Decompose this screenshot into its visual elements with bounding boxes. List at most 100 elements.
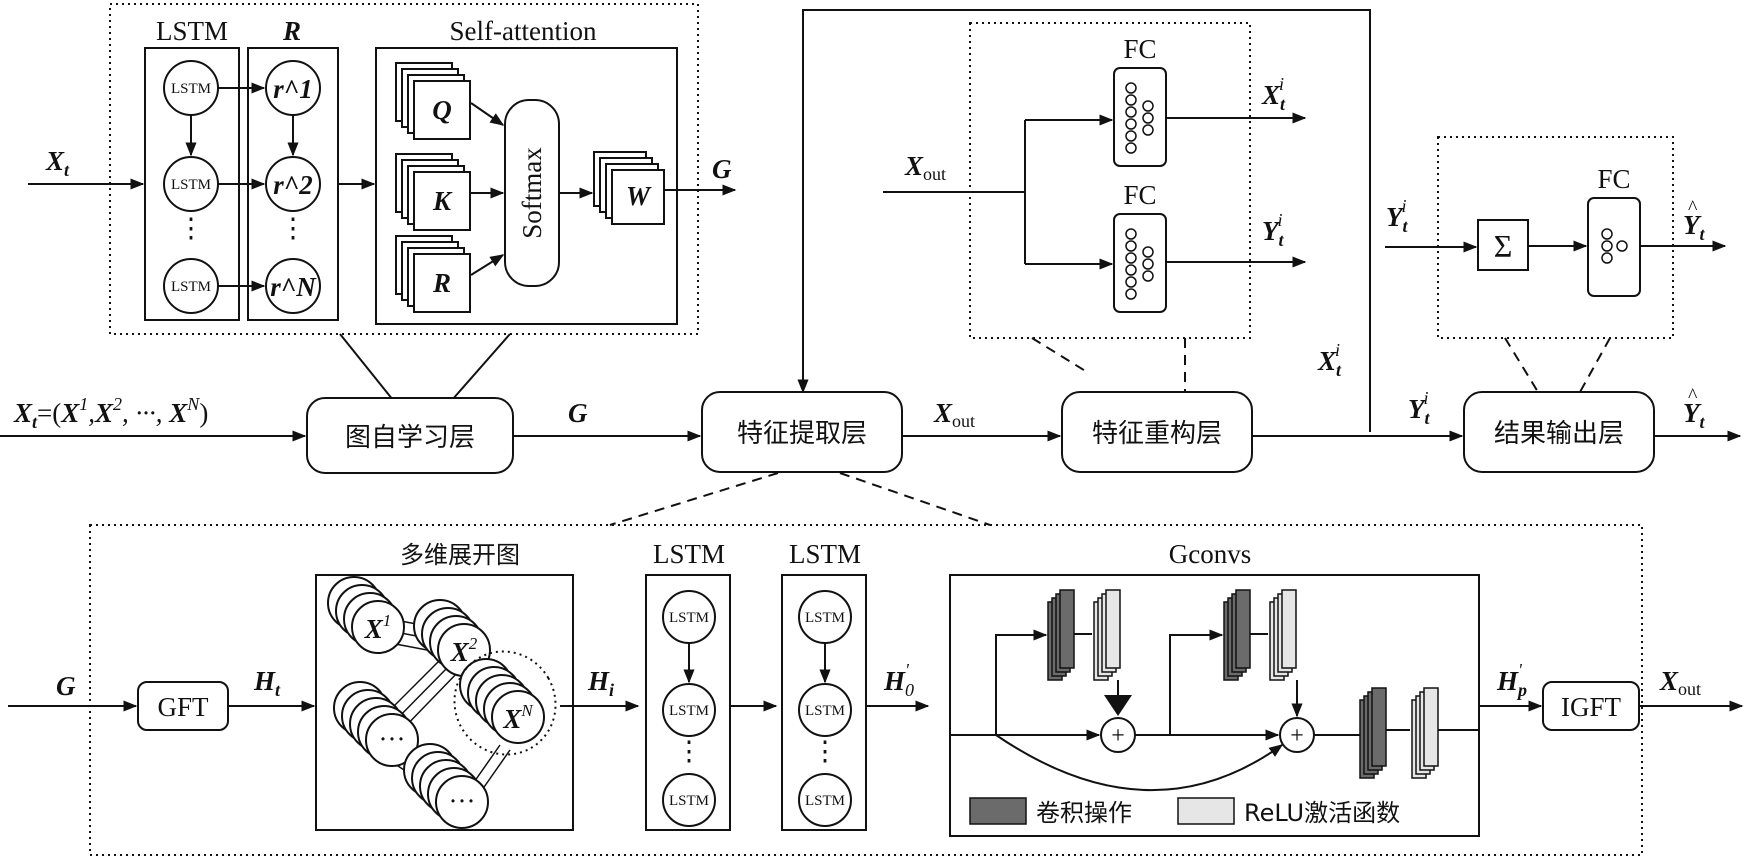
conv-block-3 bbox=[1359, 687, 1387, 779]
node-dots-left-stack bbox=[333, 681, 419, 767]
extraction-dash-left bbox=[609, 472, 779, 526]
lstm-column-title: LSTM bbox=[156, 16, 228, 46]
softmax-label: Softmax bbox=[517, 147, 547, 239]
branch-1-up bbox=[995, 629, 1048, 735]
fc-top-neurons bbox=[1125, 82, 1154, 154]
extraction-detail: G GFT Ht 多维展开图 X1 X2 ··· bbox=[8, 524, 1744, 856]
hi-label: Hi bbox=[587, 666, 614, 700]
extraction-dash-right bbox=[839, 472, 991, 526]
feature-extraction-layer-label: 特征提取层 bbox=[737, 419, 867, 449]
fc-bottom-box bbox=[1113, 213, 1167, 313]
legend-relu-swatch bbox=[1177, 797, 1235, 825]
result-output-layer-box bbox=[1463, 391, 1655, 473]
conv-block-1 bbox=[1047, 589, 1075, 681]
reconstruction-out-x-label: Xti bbox=[1261, 74, 1286, 114]
graph-learning-dotted-frame bbox=[109, 3, 699, 335]
reconstruction-out-y-label: Yti bbox=[1262, 210, 1285, 250]
y-edge-label: Yti bbox=[1408, 388, 1431, 428]
feature-reconstruction-layer-box bbox=[1061, 391, 1253, 473]
relu-block-2 bbox=[1269, 589, 1297, 681]
output-detail-input-label: Yti bbox=[1386, 196, 1409, 236]
extraction-lstm1-cell-2-label: LSTM bbox=[669, 703, 709, 719]
node-dots-left-label: ··· bbox=[379, 724, 406, 754]
extraction-lstm2-cell-n-label: LSTM bbox=[805, 793, 845, 809]
k-matrix bbox=[413, 171, 471, 231]
r-node-n-label: r^N bbox=[270, 272, 317, 302]
branch-2-up bbox=[1169, 629, 1224, 735]
extraction-input-label: G bbox=[56, 671, 76, 701]
extraction-lstm2-ellipsis: ⋮ bbox=[812, 736, 839, 766]
graph-title: 多维展开图 bbox=[400, 541, 520, 569]
r-node-n bbox=[265, 258, 321, 314]
gconvs-box bbox=[949, 574, 1480, 837]
r-column-title: R bbox=[282, 16, 301, 46]
node-x1-stack bbox=[327, 576, 405, 654]
attention-title: Self-attention bbox=[450, 16, 597, 46]
result-output-layer-label: 结果输出层 bbox=[1494, 419, 1624, 449]
extraction-dotted-frame bbox=[89, 524, 1643, 856]
r-node-1-label: r^1 bbox=[273, 74, 312, 104]
skip-connection-curve bbox=[995, 734, 1284, 792]
ht-label: Ht bbox=[253, 666, 281, 700]
igft-label: IGFT bbox=[1561, 692, 1622, 722]
node-dots-bottom-stack bbox=[403, 743, 489, 829]
q-matrix bbox=[413, 80, 471, 140]
lstm-cell-2-label: LSTM bbox=[171, 177, 211, 193]
detail-connector-left bbox=[339, 333, 394, 401]
lstm-ellipsis: ⋮ bbox=[178, 213, 205, 243]
output-dash-right bbox=[1579, 337, 1611, 393]
reconstruction-dotted-frame bbox=[969, 22, 1251, 339]
svg-text:+: + bbox=[1290, 723, 1304, 749]
r-to-softmax-arrow bbox=[470, 254, 505, 276]
legend-relu-label: ReLU激活函数 bbox=[1244, 799, 1400, 827]
extraction-lstm2-cell-2 bbox=[798, 683, 852, 737]
feedback-x-label: Xti bbox=[1317, 340, 1342, 380]
output-detail: Yti Σ FC Yt ^ bbox=[1385, 136, 1727, 393]
conv-block-2 bbox=[1223, 589, 1251, 681]
r-matrix-label: R bbox=[432, 268, 451, 298]
relu-block-1 bbox=[1093, 589, 1121, 681]
r-ellipsis: ⋮ bbox=[280, 213, 307, 243]
svg-text:^: ^ bbox=[1688, 197, 1698, 219]
q-to-softmax-arrow bbox=[470, 102, 505, 126]
r-matrix bbox=[413, 253, 471, 313]
fc-bottom-title: FC bbox=[1123, 180, 1156, 210]
extraction-lstm1-ellipsis: ⋮ bbox=[676, 736, 703, 766]
lstm-cell-1-label: LSTM bbox=[171, 81, 211, 97]
reconstruction-dash-left bbox=[1031, 337, 1088, 373]
node-xn-stack bbox=[459, 658, 545, 744]
graph-learning-detail: LSTM LSTM LSTM ⋮ LSTM R r^1 r^2 ⋮ r^N Xt… bbox=[28, 3, 737, 401]
r-node-2 bbox=[265, 156, 321, 212]
relu-block-3 bbox=[1411, 687, 1439, 779]
output-fc-title: FC bbox=[1597, 164, 1630, 194]
hp-label: Hp' bbox=[1496, 660, 1527, 700]
node-dots-bottom-label: ··· bbox=[449, 786, 476, 816]
extraction-lstm2-cell-2-label: LSTM bbox=[805, 703, 845, 719]
g-edge-label: G bbox=[568, 398, 588, 428]
graph-learning-input-label: Xt bbox=[45, 146, 70, 180]
k-label: K bbox=[432, 186, 453, 216]
graph-learning-layer-label: 图自学习层 bbox=[345, 423, 475, 453]
w-label: W bbox=[626, 181, 652, 211]
reconstruction-detail: Xout FC Xti FC Yti bbox=[883, 22, 1307, 392]
gft-label: GFT bbox=[157, 692, 209, 722]
extraction-lstm2-cell-1-label: LSTM bbox=[805, 610, 845, 626]
fc-top-box bbox=[1113, 67, 1167, 167]
xout-edge-label: Xout bbox=[933, 398, 975, 431]
svg-text:^: ^ bbox=[1688, 385, 1698, 407]
legend-conv-swatch bbox=[969, 797, 1027, 825]
gconvs-title: Gconvs bbox=[1169, 539, 1252, 569]
extraction-lstm1-title: LSTM bbox=[653, 539, 725, 569]
fc-bottom-neurons bbox=[1125, 228, 1154, 300]
r-node-2-label: r^2 bbox=[273, 170, 312, 200]
q-label: Q bbox=[432, 95, 452, 125]
output-fc-box bbox=[1587, 197, 1641, 297]
extraction-output-label: Xout bbox=[1659, 666, 1701, 699]
sum-symbol: Σ bbox=[1494, 228, 1513, 264]
branch-1-down-arrowhead bbox=[1104, 695, 1132, 716]
node-xn-highlight bbox=[453, 650, 557, 756]
attention-output-label: G bbox=[712, 154, 732, 184]
w-matrix bbox=[611, 169, 665, 225]
extraction-lstm2-cell-n bbox=[798, 773, 852, 827]
